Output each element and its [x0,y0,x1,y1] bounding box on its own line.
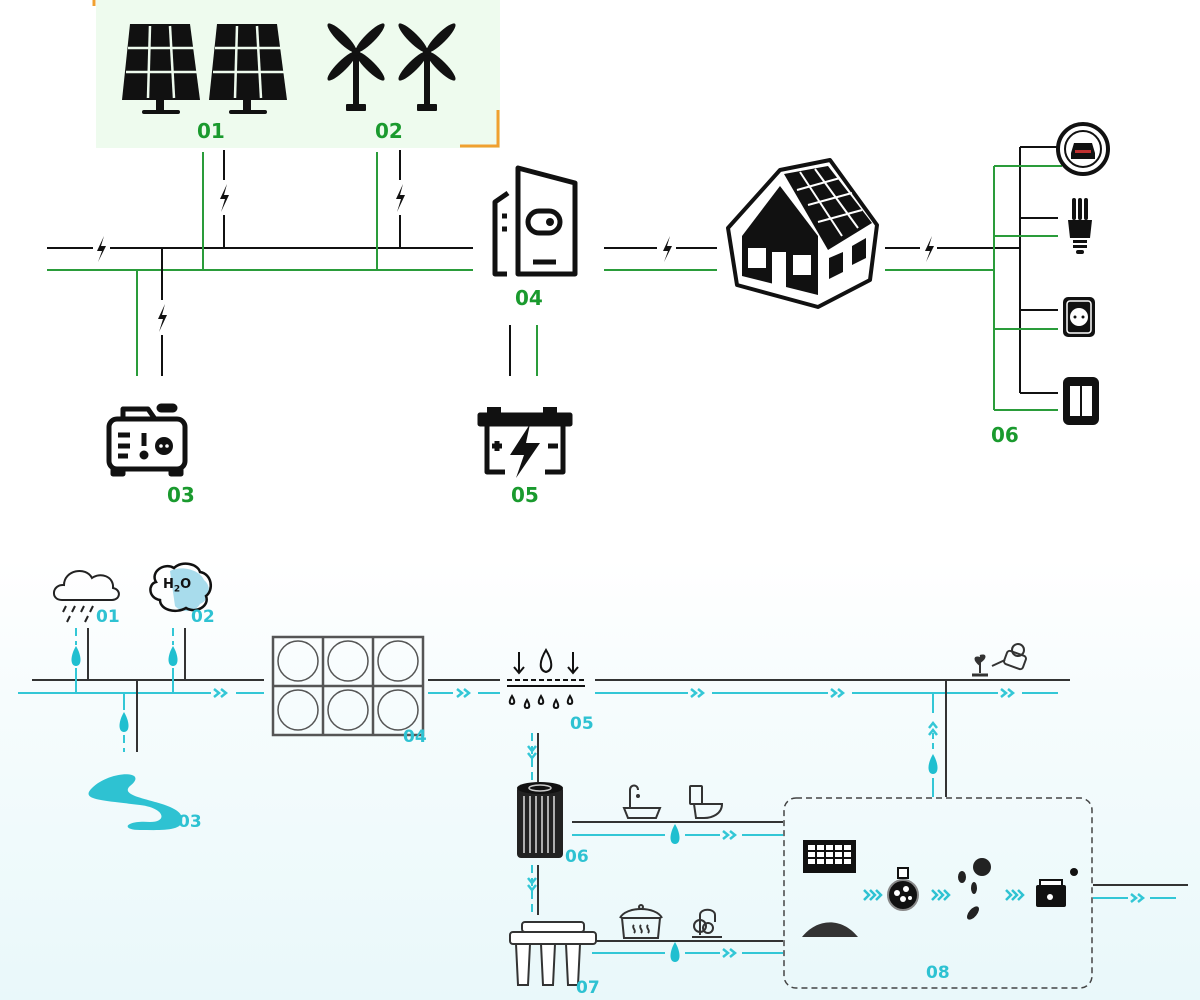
water-label-04: 04 [403,727,427,747]
car-charger-icon [1056,122,1110,176]
light-bulb-icon [1068,198,1092,254]
filtration-icon [507,648,585,710]
screen-grid-icon [803,840,856,873]
energy-label-06: 06 [991,423,1019,447]
flow-arrow-icon [928,720,938,736]
cartridge-filter-icon [517,782,563,858]
flow-arrow-icon [527,745,537,761]
dish-washing-icon [692,908,722,938]
energy-label-01: 01 [197,119,225,143]
flow-arrow-icon [863,889,883,901]
h2o-text-o: O [180,577,192,592]
flask-icon [887,867,919,911]
ro-filter-icon [509,921,597,986]
bolt-icon [97,236,106,262]
water-label-06: 06 [565,847,589,867]
bolt-icon [220,184,229,212]
flow-arrow-icon [1005,889,1025,901]
panel-corner-brackets [92,0,500,148]
flow-arrow-icon [1000,688,1016,698]
lightning-bolt-icons [97,184,934,332]
water-drop-icon [670,824,680,844]
water-drop-icons [71,646,938,962]
light-switch-icon [1063,377,1099,425]
solar-panel-icon [122,24,287,114]
water-drop-icon [168,646,178,666]
bolt-icon [396,184,405,212]
water-label-03: 03 [178,812,202,832]
energy-power-lines [47,146,1062,411]
water-drop-icon [928,754,938,774]
generator-icon [106,403,188,477]
water-label-07: 07 [576,978,600,998]
flow-arrow-icon [1130,893,1146,903]
plant-watering-icon [972,643,1027,677]
water-pipe-lines [18,628,1188,954]
energy-label-04: 04 [515,286,543,310]
cooking-pot-icon [619,904,663,939]
water-label-08: 08 [926,963,950,983]
sediment-pile-icon [802,922,858,937]
water-drop-icon [71,646,81,666]
flow-arrow-icon [830,688,846,698]
bolt-icon [663,236,672,262]
flow-arrow-icon [931,889,951,901]
flow-arrow-icon [722,830,738,840]
treatment-flow-arrows [863,889,1025,901]
flow-arrow-icon [690,688,706,698]
water-label-05: 05 [570,714,594,734]
uv-disinfection-icon [1036,868,1078,907]
flow-arrow-icons [213,688,1146,958]
bolt-icon [925,236,934,262]
h2o-cloud-icon [149,562,213,612]
rain-cloud-icon [53,569,120,623]
energy-label-05: 05 [511,483,539,507]
treatment-box [783,797,1093,989]
battery-icon [477,407,573,478]
water-drop-icon [119,712,129,732]
bolt-icon [158,304,167,332]
flow-arrow-icon [456,688,472,698]
inverter-icon [492,165,578,277]
wind-turbine-icon [327,23,456,111]
water-drop-icon [670,942,680,962]
energy-label-03: 03 [167,483,195,507]
energy-label-02: 02 [375,119,403,143]
flow-arrow-icon [213,688,229,698]
h2o-text-subscript: 2 [173,584,181,595]
river-icon [88,774,183,831]
power-socket-icon [1063,297,1095,337]
h2o-text-h: H [163,577,174,592]
water-label-01: 01 [96,607,120,627]
solar-house-icon [726,158,879,309]
microbes-icon [958,858,991,920]
toilet-icon [689,785,724,819]
flow-arrow-icon [722,948,738,958]
h2o-text: H2O [163,577,191,595]
water-label-02: 02 [191,607,215,627]
flow-arrow-icon [527,877,537,893]
water-tank-icon [271,635,425,737]
bathtub-icon [622,784,662,819]
